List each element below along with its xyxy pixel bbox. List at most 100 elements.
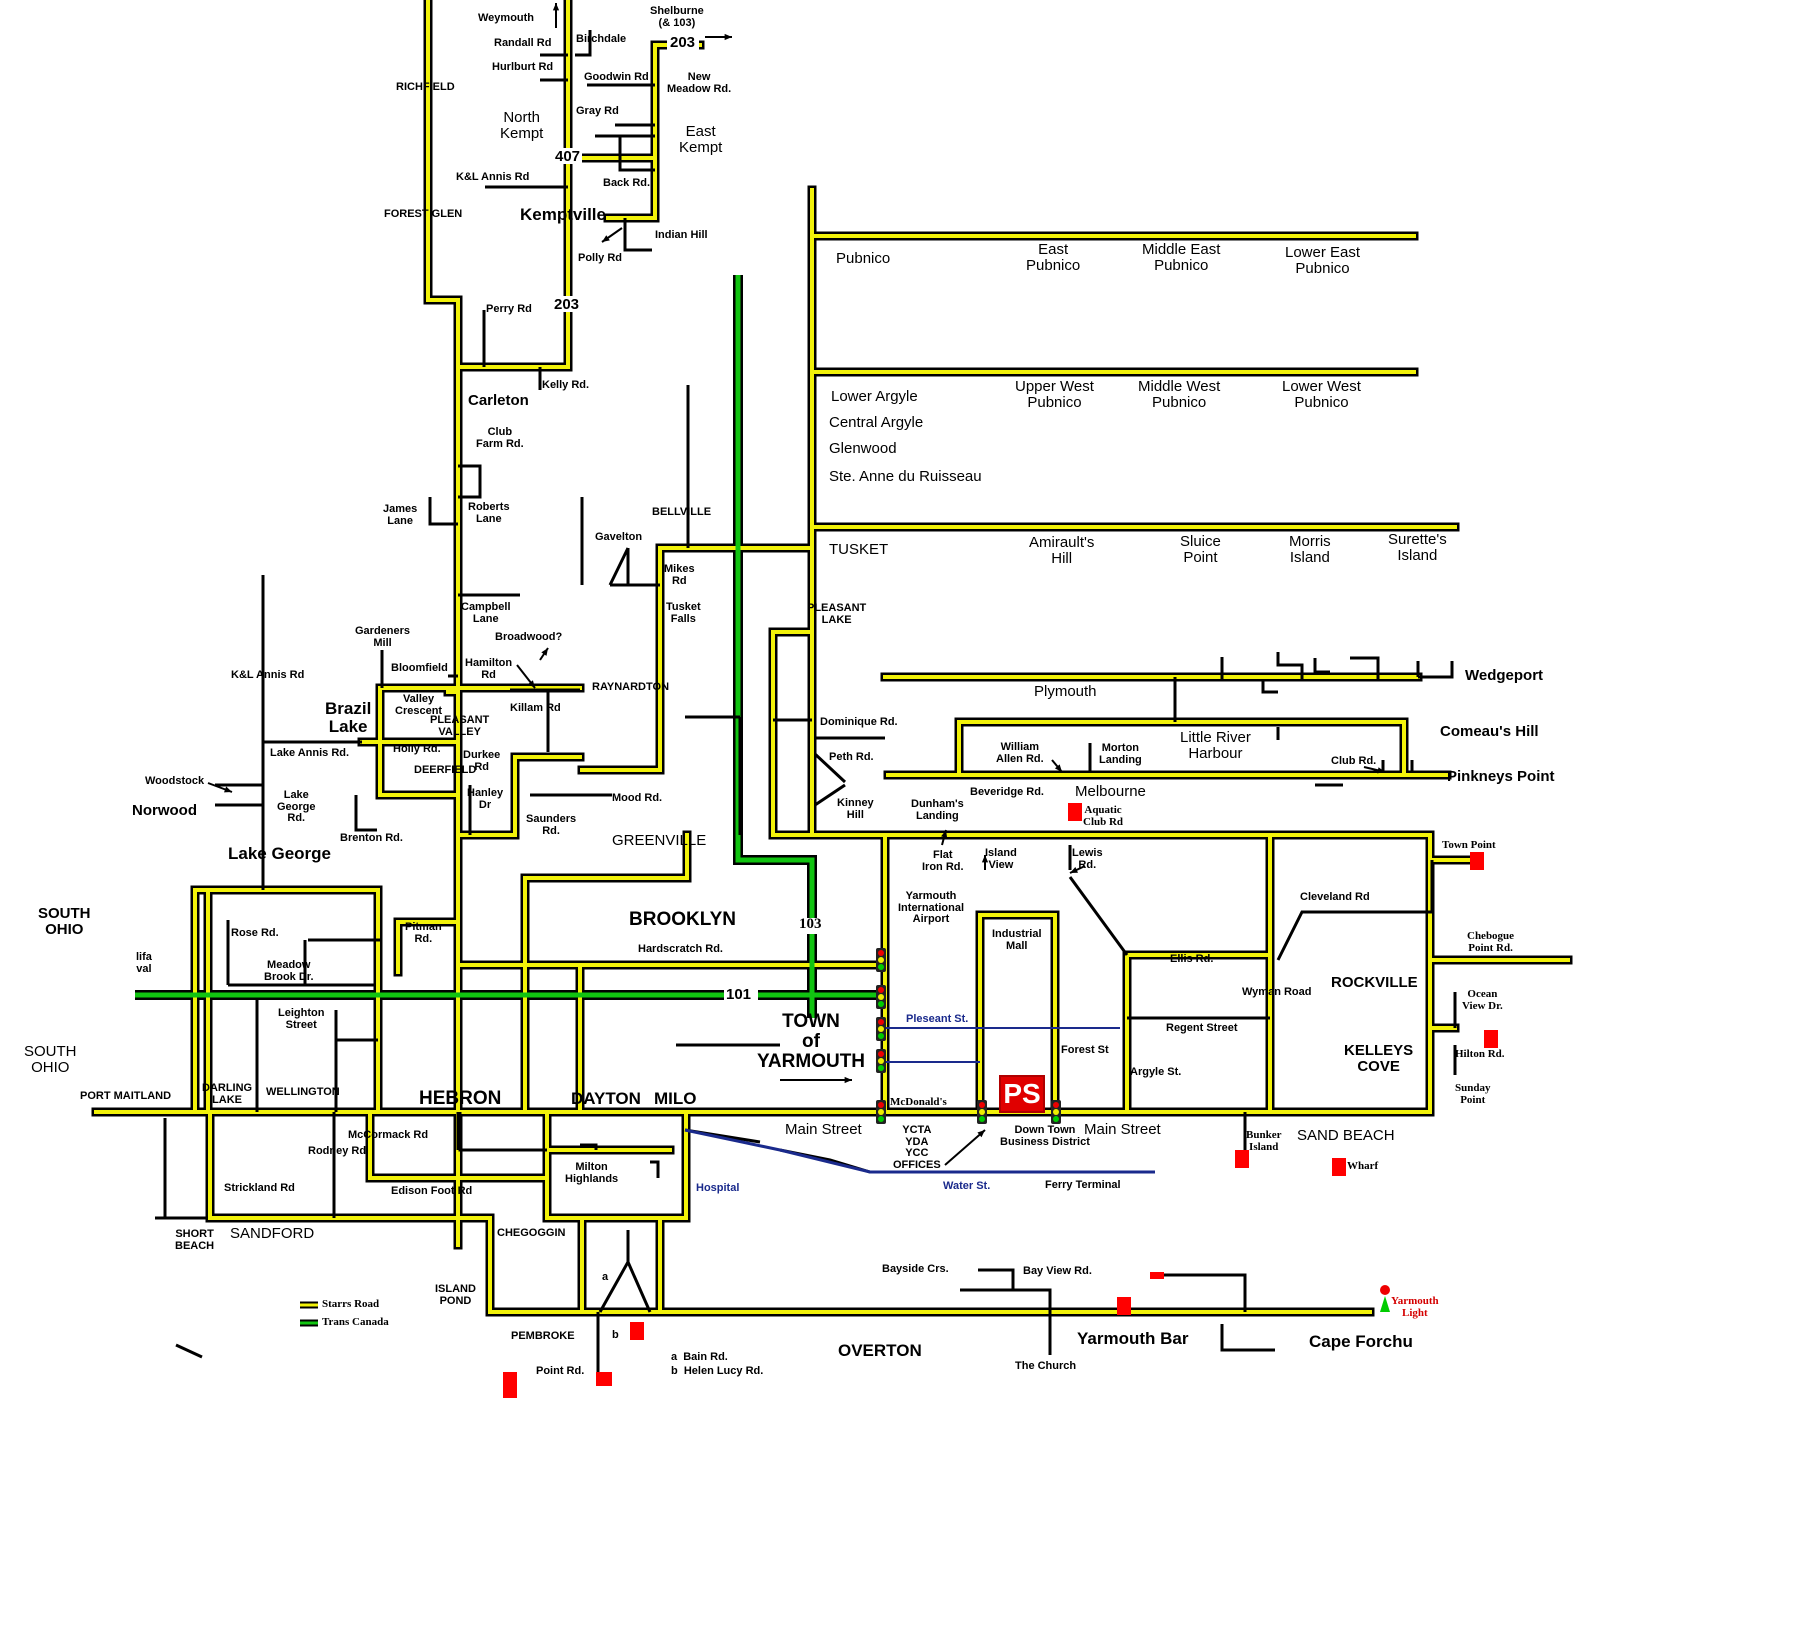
- label-milo: MILO: [654, 1089, 697, 1108]
- label-water-st: Water St.: [943, 1180, 991, 1192]
- label-dunhams-landing: Dunham's Landing: [911, 798, 964, 822]
- label-club-rd: Club Rd.: [1331, 755, 1377, 767]
- label-morris-island: Morris Island: [1289, 533, 1331, 566]
- label-argyle-st: Argyle St.: [1130, 1066, 1182, 1078]
- label-h407: 407: [555, 148, 581, 165]
- label-strickland: Strickland Rd: [224, 1182, 295, 1194]
- label-sand-beach: SAND BEACH: [1297, 1127, 1395, 1144]
- label-lake-george: Lake George: [228, 844, 331, 863]
- label-central-argyle: Central Argyle: [829, 414, 924, 431]
- label-milton-highlands: Milton Highlands: [565, 1161, 619, 1185]
- label-gray-rd: Gray Rd: [576, 105, 619, 117]
- label-holly: Holly Rd.: [393, 743, 441, 755]
- label-kl-annis-left: K&L Annis Rd: [231, 669, 305, 681]
- label-town-yarmouth: TOWN of YARMOUTH: [757, 1011, 866, 1072]
- label-pitman: Pitman Rd.: [405, 921, 442, 945]
- label-james-lane: James Lane: [383, 503, 418, 527]
- label-h203b: 203: [554, 296, 580, 313]
- label-downtown: Down Town Business District: [1000, 1124, 1090, 1148]
- label-main-street-1: Main Street: [785, 1121, 862, 1138]
- label-tusket: TUSKET: [829, 541, 889, 558]
- label-chegoggin: CHEGOGGIN: [497, 1227, 566, 1239]
- label-beveridge: Beveridge Rd.: [970, 786, 1044, 798]
- label-dayton: DAYTON: [571, 1089, 641, 1108]
- label-hurlburt: Hurlburt Rd: [492, 61, 554, 73]
- label-melbourne: Melbourne: [1075, 783, 1146, 800]
- label-lifa: lifa val: [136, 951, 152, 975]
- label-mood: Mood Rd.: [612, 792, 663, 804]
- thin-roads: [155, 30, 1457, 1372]
- label-middle-east-pubnico: Middle East Pubnico: [1142, 241, 1221, 274]
- label-greenville: GREENVILLE: [612, 832, 707, 849]
- label-aquatic-club: Aquatic Club Rd: [1083, 804, 1124, 828]
- label-morton-landing: Morton Landing: [1099, 742, 1142, 766]
- label-bay-view: Bay View Rd.: [1023, 1265, 1092, 1277]
- label-raynardton: RAYNARDTON: [592, 681, 670, 693]
- label-norwood: Norwood: [132, 802, 197, 819]
- label-kl-annis-top: K&L Annis Rd: [456, 171, 530, 183]
- label-club-farm: Club Farm Rd.: [476, 426, 524, 450]
- label-gardeners-mill: Gardeners Mill: [355, 625, 411, 649]
- label-back-rd: Back Rd.: [603, 177, 651, 189]
- label-meadow-brook: Meadow Brook Dr.: [264, 959, 314, 983]
- label-h203a: 203: [670, 34, 696, 51]
- label-valley-crescent: Valley Crescent: [395, 693, 443, 717]
- label-pinkneys-point: Pinkneys Point: [1447, 768, 1555, 785]
- label-town-point: Town Point: [1442, 839, 1496, 851]
- label-carleton: Carleton: [468, 392, 529, 409]
- label-indian-hill: Indian Hill: [655, 229, 708, 241]
- label-saunders: Saunders Rd.: [526, 813, 577, 837]
- label-b-mark: b: [612, 1329, 619, 1341]
- label-peth: Peth Rd.: [829, 751, 874, 763]
- label-hardscratch: Hardscratch Rd.: [638, 943, 723, 955]
- label-middle-west-pubnico: Middle West Pubnico: [1138, 378, 1221, 411]
- label-east-kempt: East Kempt: [679, 123, 723, 156]
- label-glenwood: Glenwood: [829, 440, 897, 457]
- label-regent: Regent Street: [1166, 1022, 1238, 1034]
- label-shelburne: Shelburne (& 103): [650, 5, 704, 29]
- label-pleseant-st: Pleseant St.: [906, 1013, 969, 1025]
- label-kelly: Kelly Rd.: [542, 379, 590, 391]
- label-sandford: SANDFORD: [230, 1225, 315, 1242]
- label-h103: 103: [799, 916, 822, 932]
- label-brooklyn: BROOKLYN: [629, 909, 736, 930]
- label-bain: a Bain Rd.: [671, 1351, 728, 1363]
- label-pleasant-valley: PLEASANT VALLEY: [430, 714, 490, 738]
- label-darling-lake: DARLING LAKE: [202, 1082, 253, 1106]
- label-little-river: Little River Harbour: [1180, 729, 1251, 762]
- label-cleveland: Cleveland Rd: [1300, 891, 1370, 903]
- label-lewis-rd: Lewis Rd.: [1072, 847, 1103, 871]
- roads-outline: [91, 0, 1573, 1317]
- label-woodstock: Woodstock: [145, 775, 205, 787]
- label-hospital: Hospital: [696, 1182, 740, 1194]
- label-gavelton: Gavelton: [595, 531, 643, 543]
- label-chebogue: Chebogue Point Rd.: [1467, 930, 1515, 954]
- label-bloomfield: Bloomfield: [391, 662, 448, 674]
- label-kelleys-cove: KELLEYS COVE: [1344, 1042, 1414, 1075]
- label-main-street-2: Main Street: [1084, 1121, 1161, 1138]
- label-east-pubnico: East Pubnico: [1026, 241, 1081, 274]
- label-island-view: Island View: [985, 847, 1017, 871]
- label-a-mark: a: [602, 1271, 609, 1283]
- label-weymouth: Weymouth: [478, 12, 535, 24]
- label-ocean-view: Ocean View Dr.: [1462, 988, 1503, 1012]
- label-lower-argyle: Lower Argyle: [831, 388, 918, 405]
- label-h101: 101: [726, 986, 752, 1003]
- label-flat-iron: Flat Iron Rd.: [922, 849, 964, 873]
- label-tusket-falls: Tusket Falls: [666, 601, 701, 625]
- label-brazil-lake: Brazil Lake: [325, 699, 372, 736]
- extras: [207, 3, 1498, 1398]
- label-yarmouth-light: Yarmouth Light: [1391, 1295, 1439, 1319]
- label-short-beach: SHORT BEACH: [175, 1228, 215, 1252]
- label-kinney-hill: Kinney Hill: [837, 797, 874, 821]
- label-island-pond: ISLAND POND: [435, 1283, 476, 1307]
- label-perry: Perry Rd: [486, 303, 532, 315]
- label-goodwin: Goodwin Rd: [584, 71, 649, 83]
- label-polly: Polly Rd: [578, 252, 623, 264]
- label-ferry-terminal: Ferry Terminal: [1045, 1179, 1121, 1191]
- label-overton: OVERTON: [838, 1341, 922, 1360]
- label-killam: Killam Rd: [510, 702, 561, 714]
- label-mccormack: McCormack Rd: [348, 1129, 429, 1141]
- label-forest-st: Forest St: [1061, 1044, 1109, 1056]
- label-plymouth: Plymouth: [1034, 683, 1097, 700]
